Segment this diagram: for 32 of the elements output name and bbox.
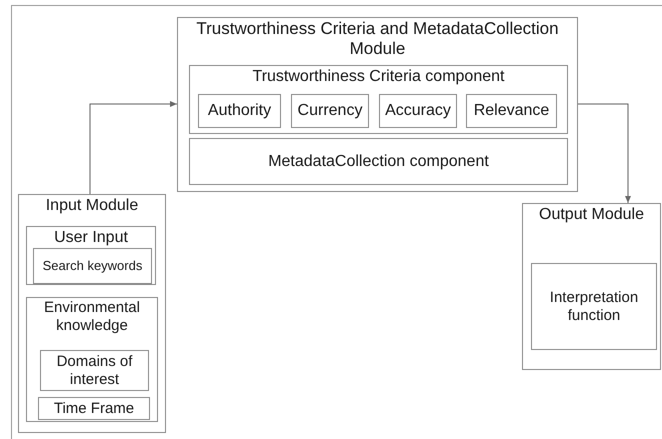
box-label: Search keywords: [42, 258, 142, 274]
arrow: [90, 101, 178, 194]
process-box: [38, 397, 150, 420]
process-box: [531, 263, 657, 350]
module-box: [189, 65, 568, 134]
module-box: [522, 203, 661, 370]
box-label: Relevance: [474, 101, 550, 121]
module-box: [26, 226, 156, 285]
process-box: [40, 350, 149, 391]
process-box: [379, 94, 457, 128]
box-label: Output Module: [539, 205, 644, 224]
box-label: Environmental knowledge: [43, 299, 141, 335]
module-box: [177, 17, 578, 192]
process-box: [466, 94, 557, 128]
module-box: [18, 194, 166, 433]
box-label: Time Frame: [54, 400, 134, 418]
box-label: Trustworthiness Criteria and MetadataCollection Module: [195, 19, 560, 60]
box-label: User Input: [54, 228, 128, 248]
arrow: [578, 104, 631, 204]
box-label: Domains of interest: [56, 352, 134, 388]
process-box: [33, 248, 152, 284]
box-label: Authority: [208, 101, 272, 121]
box-label: Currency: [298, 101, 362, 121]
box-label: Accuracy: [385, 101, 451, 121]
module-box: [26, 297, 158, 422]
box-label: Input Module: [46, 196, 138, 216]
box-label: Interpretation function: [548, 288, 640, 324]
process-box: [291, 94, 369, 128]
box-label: MetadataCollection component: [268, 152, 489, 172]
process-box: [189, 138, 568, 185]
box-label: Trustworthiness Criteria component: [252, 67, 504, 86]
process-box: [198, 94, 281, 128]
